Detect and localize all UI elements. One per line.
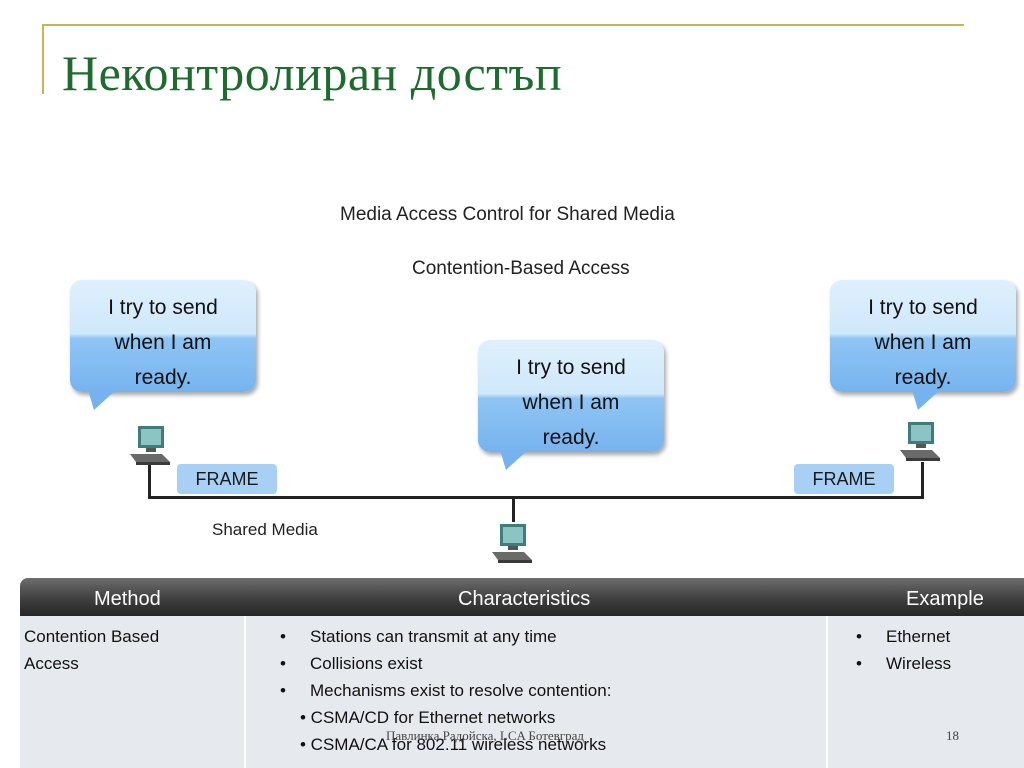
bubble-line: I try to send <box>108 296 218 319</box>
bubble-line: I try to send <box>868 296 978 319</box>
bubble-tail <box>88 390 116 410</box>
bubble-text: I try to send when I am ready. <box>478 350 664 455</box>
method-line: Access <box>24 654 79 673</box>
computer-icon <box>128 424 172 468</box>
list-item: Collisions exist <box>276 650 611 677</box>
slide-title: Неконтролиран достъп <box>62 45 563 101</box>
bubble-line: when I am <box>874 331 972 354</box>
sub-list-item: • CSMA/CD for Ethernet networks <box>300 708 556 727</box>
examples-list: Ethernet Wireless <box>852 623 951 677</box>
speech-bubble-center: I try to send when I am ready. <box>478 340 664 470</box>
method-line: Contention Based <box>24 627 160 646</box>
header-method: Method <box>94 588 161 610</box>
list-item: Stations can transmit at any time <box>276 623 611 650</box>
bubble-line: I try to send <box>516 356 626 379</box>
characteristics-list: Stations can transmit at any time Collis… <box>276 623 611 704</box>
bubble-tail <box>500 450 528 470</box>
title-top-rule <box>42 24 964 26</box>
method-cell: Contention Based Access <box>24 623 159 677</box>
characteristics-sub-list: • CSMA/CD for Ethernet networks • CSMA/C… <box>300 704 606 758</box>
column-divider <box>826 616 828 768</box>
page-number: 18 <box>946 728 959 743</box>
title-left-rule <box>42 24 44 94</box>
list-item: Mechanisms exist to resolve contention: <box>276 677 611 704</box>
bubble-text: I try to send when I am ready. <box>70 290 256 395</box>
bubble-line: when I am <box>114 331 212 354</box>
frame-label-right: FRAME <box>794 464 894 494</box>
list-item: Ethernet <box>852 623 951 650</box>
speech-bubble-right: I try to send when I am ready. <box>830 280 1016 410</box>
bubble-tail <box>912 390 940 410</box>
shared-media-bus <box>148 496 924 499</box>
bus-drop-left <box>148 462 151 498</box>
sub-list-item: • CSMA/CA for 802.11 wireless networks <box>300 735 607 754</box>
bubble-line: ready. <box>894 366 952 389</box>
bubble-line: ready. <box>134 366 192 389</box>
computer-icon <box>490 522 534 566</box>
header-characteristics: Characteristics <box>458 588 591 610</box>
bus-drop-right <box>921 462 924 498</box>
header-example: Example <box>906 588 984 610</box>
speech-bubble-left: I try to send when I am ready. <box>70 280 256 410</box>
bus-drop-center <box>512 496 515 522</box>
shared-media-label: Shared Media <box>212 520 318 539</box>
slide-footer: Павлинка Радойска, LCA Ботевград <box>386 728 585 743</box>
bubble-line: ready. <box>542 426 600 449</box>
table-row: Contention Based Access Stations can tra… <box>20 616 1024 768</box>
computer-icon <box>898 420 942 464</box>
list-item: Wireless <box>852 650 951 677</box>
frame-label-left: FRAME <box>177 464 277 494</box>
bubble-text: I try to send when I am ready. <box>830 290 1016 395</box>
diagram-title: Media Access Control for Shared Media <box>340 204 675 225</box>
column-divider <box>244 616 246 768</box>
table-header: Method Characteristics Example <box>20 578 1024 616</box>
bubble-line: when I am <box>522 391 620 414</box>
diagram-subtitle: Contention-Based Access <box>412 258 630 279</box>
